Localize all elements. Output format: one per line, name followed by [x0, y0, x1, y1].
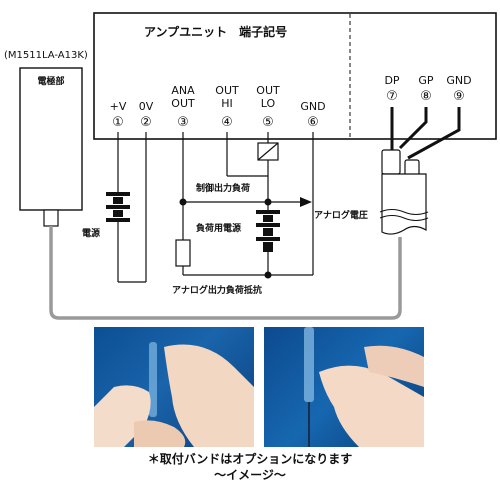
terminal-3-label-bottom: OUT: [171, 97, 195, 110]
hand-attaching-band-photo: [304, 327, 424, 447]
terminal-5-number: ⑤: [262, 115, 274, 130]
load-circuit: [182, 132, 314, 276]
terminal-5-label-bottom: LO: [261, 97, 276, 110]
hand-holding-sensor-photo: [94, 342, 254, 447]
terminal-2-number: ②: [140, 115, 152, 130]
electrode-label: 電極部: [37, 75, 64, 87]
power-supply-label: 電源: [82, 227, 100, 239]
control-output-load-label: 制御出力負荷: [196, 182, 250, 194]
terminal-5-label-top: OUT: [256, 84, 280, 97]
terminal-3-label-top: ANA: [171, 84, 195, 97]
terminal-2-label: 0V: [139, 100, 154, 113]
mounting-photo-right: [264, 327, 424, 447]
terminal-6-number: ⑥: [307, 115, 319, 130]
electrode-box: [19, 67, 83, 211]
terminal-6-label: GND: [300, 100, 325, 113]
analog-load-resistor-icon: [175, 239, 191, 267]
sensor-cable: [49, 226, 402, 320]
junction-dot-3: [264, 271, 272, 279]
junction-dot-2: [264, 198, 272, 206]
electrode-connector: [43, 209, 59, 227]
wiring-diagram: アンプユニット 端子記号 (M1511LA-A13K) 電極部 +V ① 0V …: [4, 12, 497, 320]
amp-unit-title: アンプユニット 端子記号: [144, 24, 287, 39]
junction-dot-1: [179, 198, 187, 206]
terminal-7-label: DP: [384, 74, 399, 87]
output-relay-diagonal: [257, 142, 279, 161]
terminal-4-label-top: OUT: [215, 84, 239, 97]
mounting-band-note: ＊取付バンドはオプションになります: [147, 452, 353, 466]
terminal-1-number: ①: [112, 115, 124, 130]
terminal-8-label: GP: [418, 74, 434, 87]
image-caption: ～イメージ～: [214, 468, 286, 482]
analog-voltage-arrow-icon: [300, 197, 312, 207]
load-power-supply-label: 負荷用電源: [196, 222, 241, 234]
terminal-7-number: ⑦: [386, 89, 398, 104]
analog-voltage-label: アナログ電圧: [314, 209, 368, 221]
load-power-battery-icon: [256, 210, 280, 252]
amp-unit-box: [93, 12, 497, 140]
terminal-4-number: ④: [221, 115, 233, 130]
electrode-model: (M1511LA-A13K): [4, 50, 88, 61]
mounting-photo-left: [94, 327, 254, 447]
terminal-4-label-bottom: HI: [221, 97, 233, 110]
power-supply-circuit: [117, 132, 147, 283]
power-supply-battery-icon: [106, 192, 130, 222]
terminal-9-number: ⑨: [453, 89, 465, 104]
terminal-9-label: GND: [446, 74, 471, 87]
terminal-3-number: ③: [177, 115, 189, 130]
terminal-8-number: ⑧: [420, 89, 432, 104]
analog-output-load-resistor-label: アナログ出力負荷抵抗: [172, 284, 262, 296]
terminal-1-label: +V: [110, 100, 127, 113]
sensor-connector: [379, 107, 461, 235]
